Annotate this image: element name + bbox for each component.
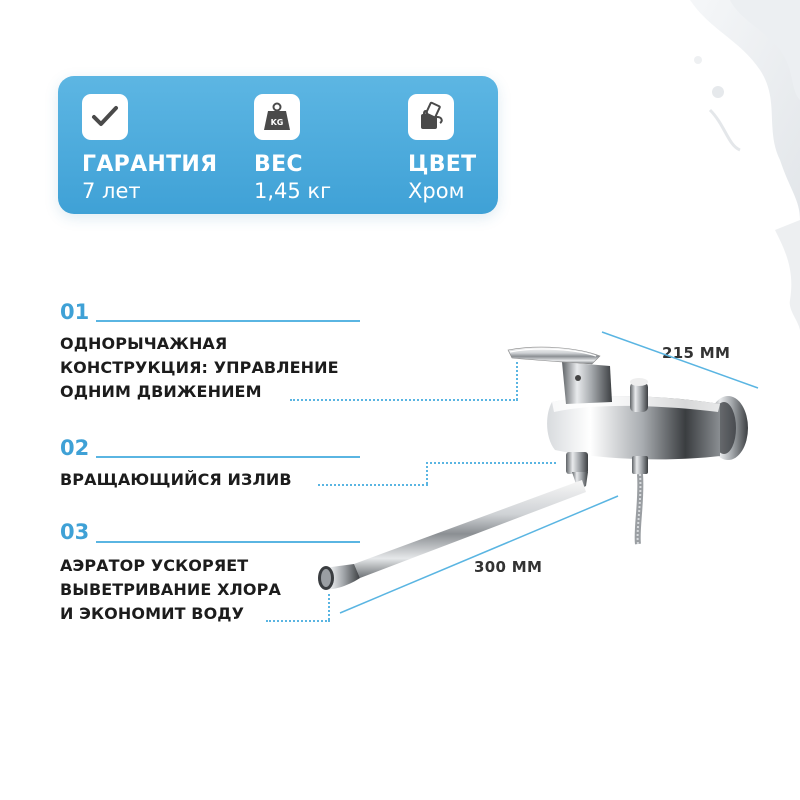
spec-value: 1,45 кг — [254, 179, 332, 203]
feature-text: ОДНОРЫЧАЖНАЯ КОНСТРУКЦИЯ: УПРАВЛЕНИЕ ОДН… — [60, 334, 339, 401]
water-splash-decoration — [690, 0, 800, 330]
dimension-line-spout — [339, 495, 619, 614]
callout-line — [328, 594, 330, 620]
dimension-line-depth — [601, 331, 759, 389]
callout-line — [290, 399, 518, 401]
kg-weight-icon: KG — [254, 94, 300, 140]
callout-line — [426, 462, 428, 484]
callout-line — [516, 362, 518, 400]
paint-bucket-icon — [408, 94, 454, 140]
feature-number: 03 — [60, 520, 90, 544]
callout-line — [266, 620, 330, 622]
feature-number: 01 — [60, 300, 90, 324]
feature-text: АЭРАТОР УСКОРЯЕТ ВЫВЕТРИВАНИЕ ХЛОРА И ЭК… — [60, 556, 281, 623]
feature-divider — [96, 320, 360, 322]
spec-title: ГАРАНТИЯ — [82, 152, 218, 177]
spec-title: ЦВЕТ — [408, 152, 477, 177]
faucet-image — [318, 331, 759, 614]
spec-weight: KG ВЕС 1,45 кг — [254, 94, 331, 204]
spec-title: ВЕС — [254, 152, 303, 177]
feature-divider — [96, 456, 360, 458]
feature-number: 02 — [60, 436, 90, 460]
feature-divider — [96, 541, 360, 543]
spec-card: ГАРАНТИЯ 7 лет KG ВЕС 1,45 кг ЦВЕТ Хром — [58, 76, 498, 214]
kg-label: KG — [271, 118, 284, 127]
feature-text: ВРАЩАЮЩИЙСЯ ИЗЛИВ — [60, 470, 292, 489]
dimension-label-depth: 215 ММ — [662, 344, 731, 362]
spec-warranty: ГАРАНТИЯ 7 лет — [82, 94, 217, 204]
checkmark-icon — [82, 94, 128, 140]
spec-value: 7 лет — [82, 179, 141, 203]
callout-line — [318, 484, 428, 486]
spec-color: ЦВЕТ Хром — [408, 94, 476, 204]
callout-line — [426, 462, 556, 464]
dimension-label-spout: 300 ММ — [474, 558, 543, 576]
spec-value: Хром — [408, 179, 465, 203]
